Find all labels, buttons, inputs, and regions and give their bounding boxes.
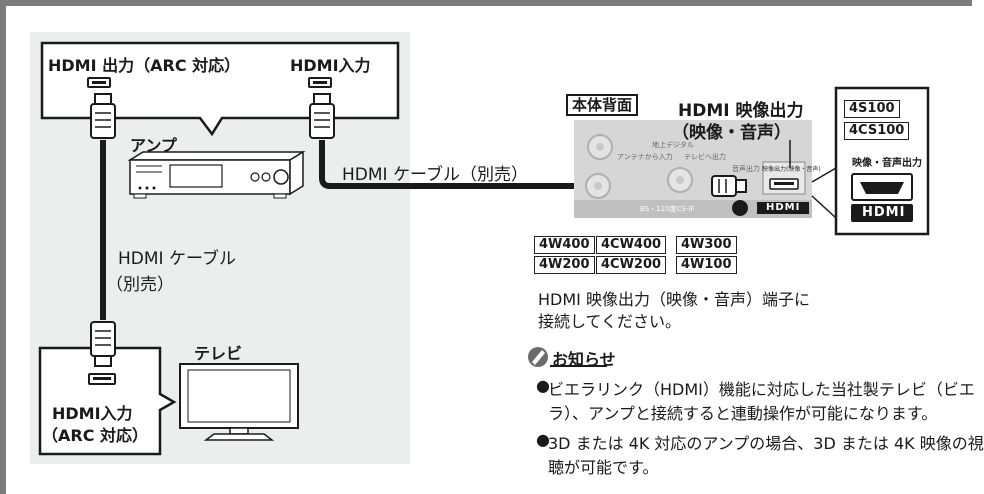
panel-label-audio-out: 音声出力 [732,165,760,173]
television-icon [179,363,299,441]
zoom-port-label: 映像・音声出力 [852,158,922,169]
tv-arc-label: （ARC 対応） [42,426,149,445]
amp-label: アンプ [130,136,177,155]
tv-callout-box [38,346,177,456]
hdmi-port-icon-in [308,77,332,88]
cable-label-left-1: HDMI ケーブル [118,249,236,269]
panel-hdmi-logo: HDMI [766,202,801,213]
notice-item-1-line-2: ラ）、アンプと接続すると連動操作が可能になります。 [548,404,938,423]
hdmi-plug-icon-out [90,93,116,139]
model-badge-4s100: 4S100 [844,100,900,118]
notice-bullet-2: ● [536,430,550,449]
cable-label-top: HDMI ケーブル（別売） [342,165,528,185]
model-badge-4w100: 4W100 [676,256,737,274]
cable-amp-to-unit [319,140,712,189]
model-badge-4w200: 4W200 [534,256,595,274]
rear-output-label-2: （映像・音声） [672,123,791,143]
cable-label-left-2: （別売） [106,275,174,295]
rear-panel-image [574,120,812,218]
tv-hdmi-in-label: HDMI入力 [52,404,133,423]
hdmi-out-label: HDMI 出力（ARC 対応） [48,56,241,75]
zoom-hdmi-logo: HDMI [862,205,906,220]
hdmi-port-icon-tv [88,373,116,385]
hdmi-plug-icon-unit [711,175,747,197]
panel-label-bs-cs: BS・110度CS-IF [640,205,695,213]
hdmi-port-icon-zoom [851,173,913,201]
zoom-connector-top [811,167,837,183]
pencil-icon [528,347,548,367]
hdmi-plug-icon-tv [90,321,116,367]
notice-title: お知らせ [552,350,616,369]
notice-item-1-line-1: ビエラリンク（HDMI）機能に対応した当社製テレビ（ビエ [548,380,975,399]
rear-output-label-1: HDMI 映像出力 [678,101,804,121]
hdmi-plug-icon-in [309,93,335,139]
hdmi-in-label: HDMI入力 [290,56,371,75]
panel-label-tv-out: テレビへ出力 [684,153,726,161]
rear-panel-title: 本体背面 [566,94,639,116]
notice-bullet-1: ● [536,376,550,395]
model-badge-4cs100: 4CS100 [844,122,910,140]
model-badge-4cw200: 4CW200 [596,256,667,274]
connect-note-1: HDMI 映像出力（映像・音声）端子に [538,290,810,309]
amplifier-icon [127,150,306,199]
panel-label-terrestrial: 地上デジタル [652,141,694,149]
panel-label-antenna-in: アンテナから入力 [617,153,673,161]
zoom-connector-bottom [811,195,837,219]
tv-label: テレビ [194,344,243,363]
connect-note-2: 接続してください。 [538,312,682,331]
notice-item-2-line-2: 聴が可能です。 [548,458,659,477]
hdmi-logo-bg [851,204,913,222]
panel-label-video-out: 映像出力(映像・音声) [762,166,821,173]
model-badge-4w400: 4W400 [534,236,595,254]
hdmi-port-icon-out [87,77,111,88]
notice-item-2-line-1: 3D または 4K 対応のアンプの場合、3D または 4K 映像の視 [548,434,984,453]
model-badge-4w300: 4W300 [676,236,737,254]
model-badge-4cw400: 4CW400 [596,236,667,254]
